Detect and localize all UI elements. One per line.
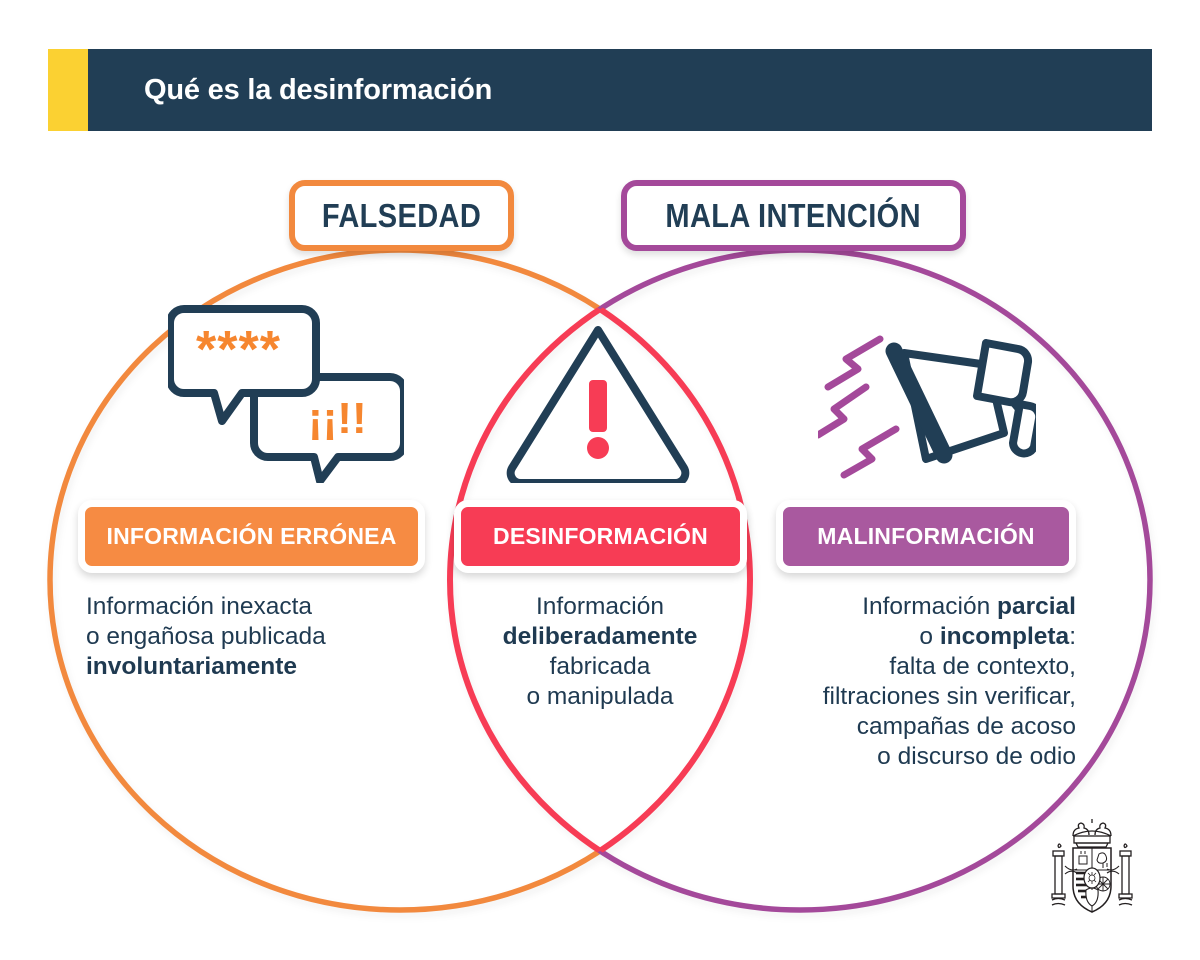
page-header: Qué es la desinformación [48, 49, 1152, 131]
header-accent-bar [48, 49, 88, 131]
badge-informacion-erronea[interactable]: INFORMACIÓN ERRÓNEA [78, 500, 425, 573]
badge-malinformacion[interactable]: MALINFORMACIÓN [776, 500, 1076, 573]
header-bar: Qué es la desinformación [88, 49, 1152, 131]
speech-bubbles-icon: **** ¡¡!! [166, 305, 408, 485]
warning-exclamation-bar [589, 380, 607, 432]
warning-exclamation-dot [587, 437, 609, 459]
bubble-asterisks-text: **** [196, 321, 281, 379]
label-mala-intencion-text: MALA INTENCIÓN [665, 196, 922, 234]
badge-desinformacion-text: DESINFORMACIÓN [493, 523, 708, 549]
badge-informacion-erronea-text: INFORMACIÓN ERRÓNEA [106, 523, 397, 549]
badge-desinformacion[interactable]: DESINFORMACIÓN [454, 500, 747, 573]
label-falsedad[interactable]: FALSEDAD [289, 180, 514, 251]
label-falsedad-text: FALSEDAD [321, 196, 482, 234]
label-mala-intencion[interactable]: MALA INTENCIÓN [621, 180, 966, 251]
bubble-exclamations-text: ¡¡!! [308, 394, 367, 443]
overlap-outline-right-arc [447, 250, 750, 910]
warning-triangle-icon [502, 318, 694, 487]
overlap-outline-left-arc [450, 250, 753, 910]
badge-malinformacion-text: MALINFORMACIÓN [817, 523, 1035, 549]
sound-wave-lines [814, 335, 900, 479]
megaphone-icon [814, 325, 1044, 485]
page-title: Qué es la desinformación [144, 73, 493, 106]
spain-coat-of-arms-icon [1051, 819, 1133, 913]
